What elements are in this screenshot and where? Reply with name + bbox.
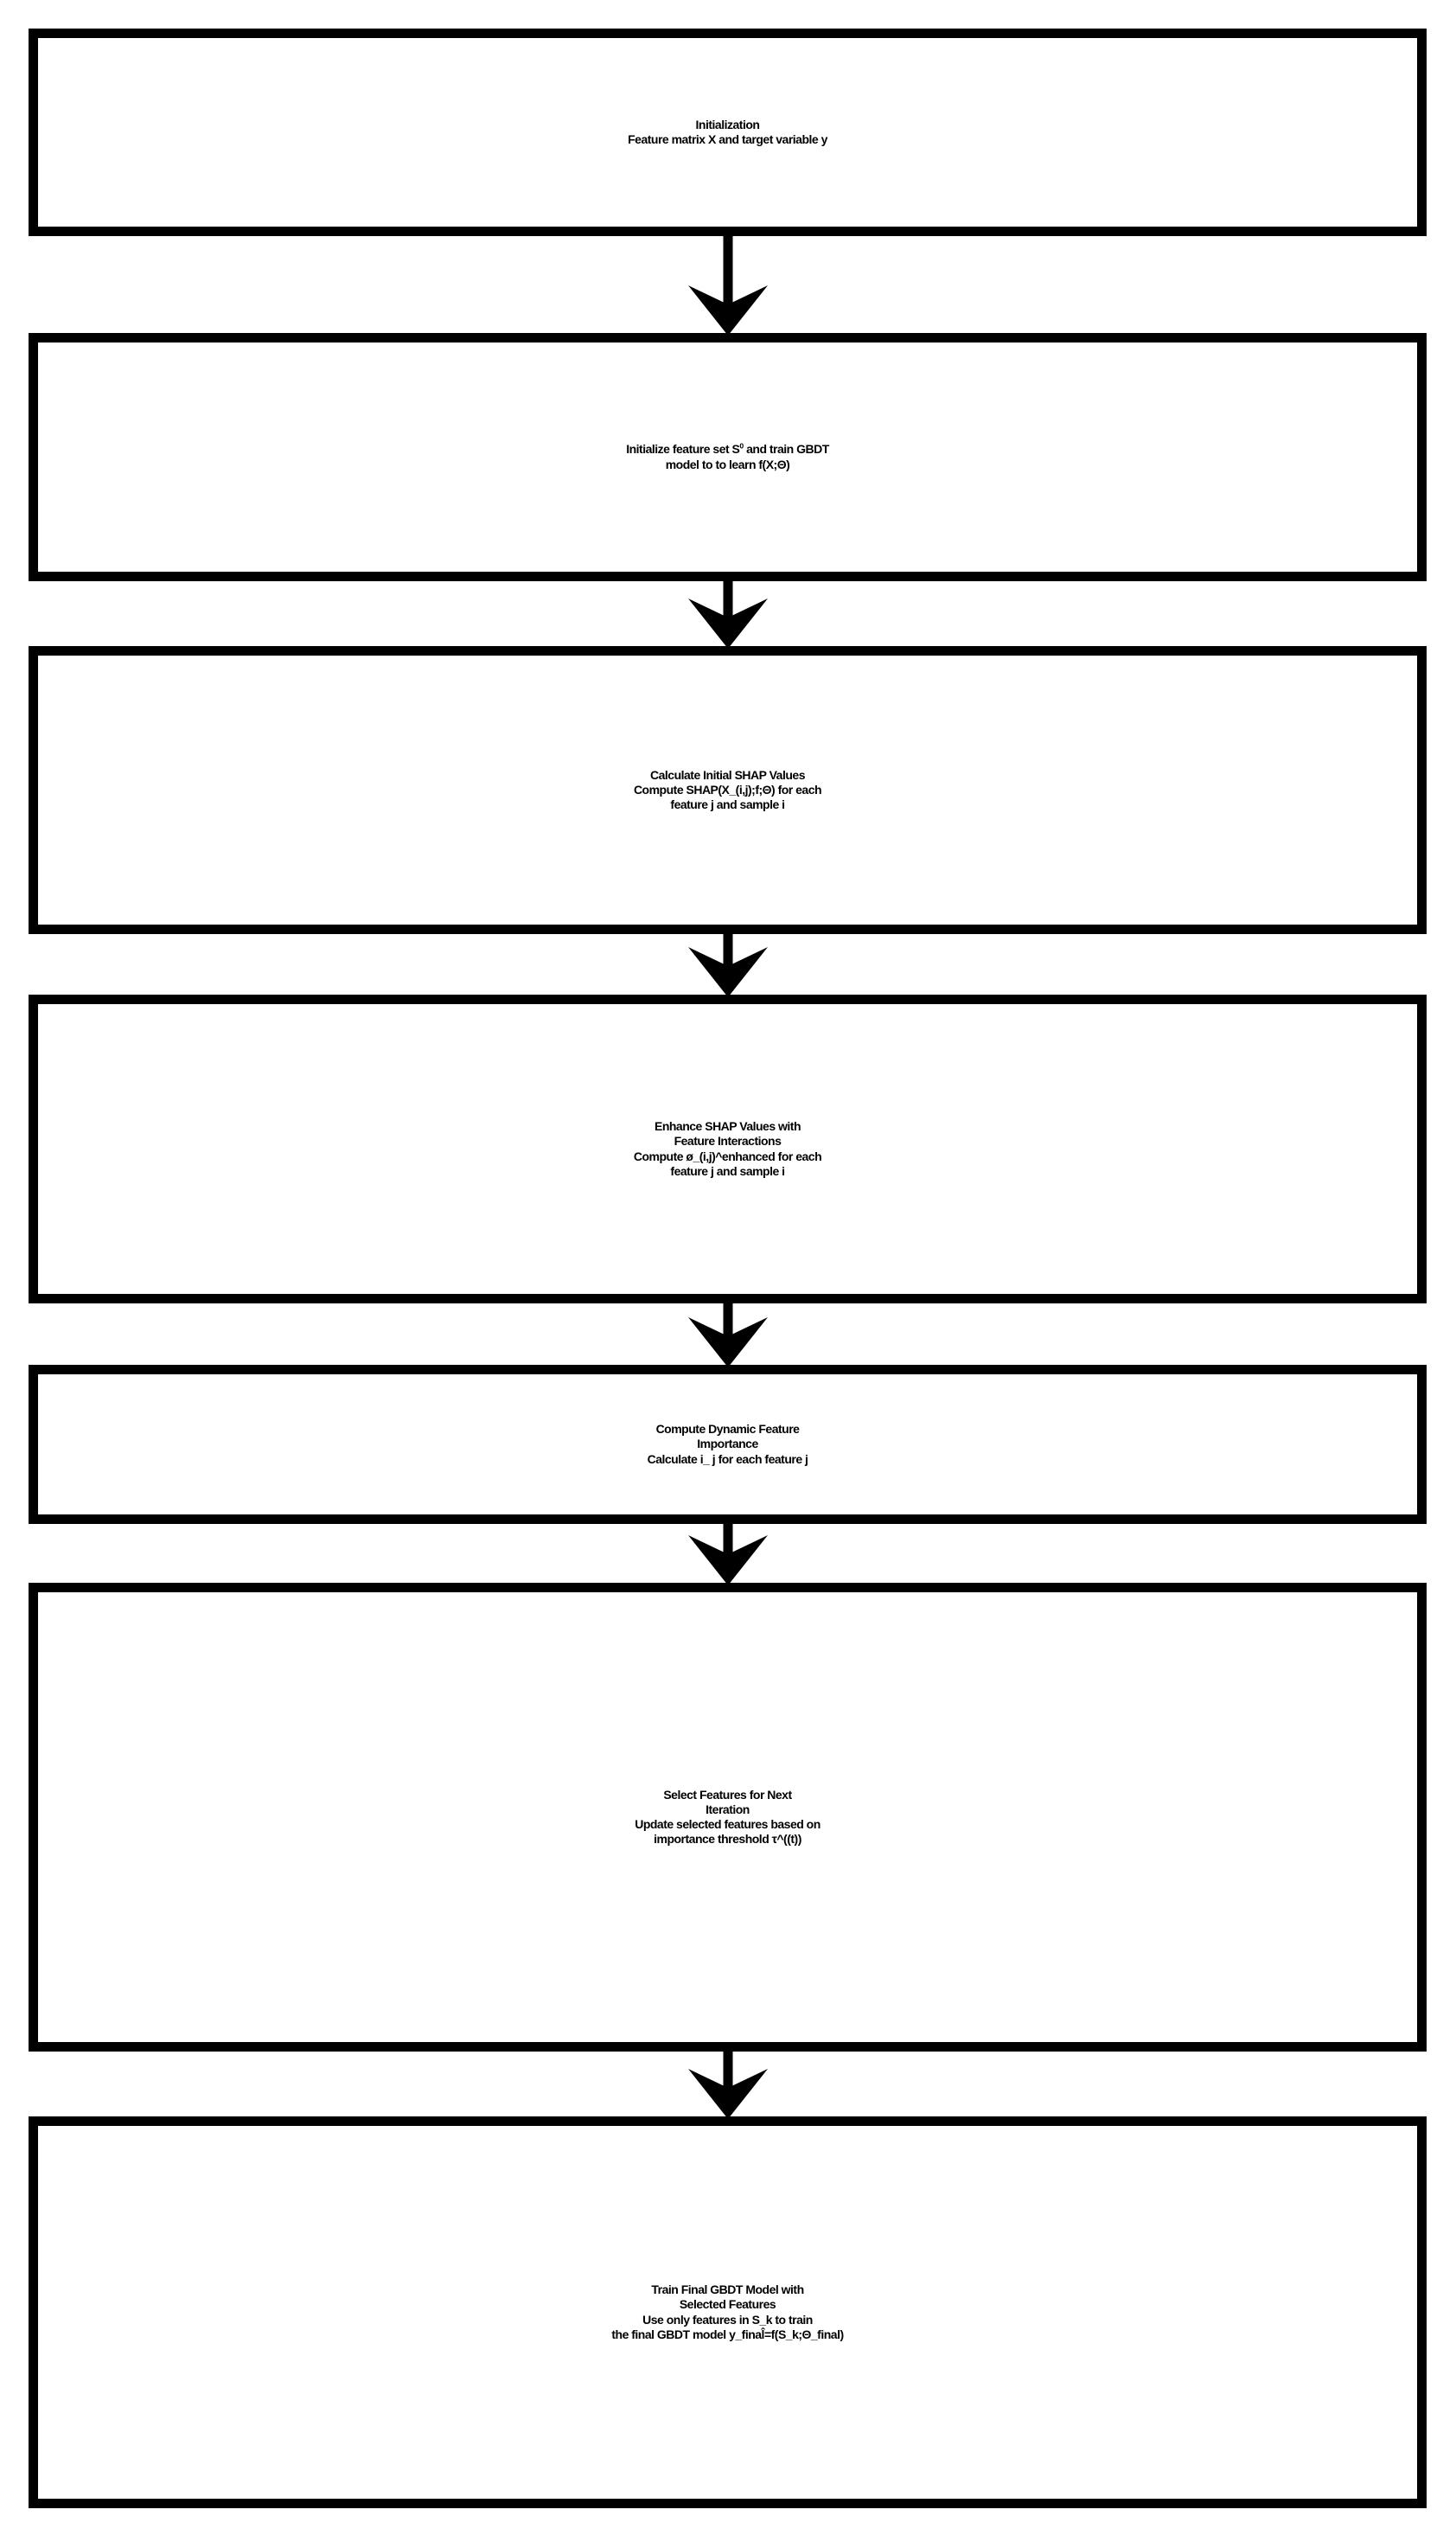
node-calculate-initial-shap-line-1: Calculate Initial SHAP Values [650,767,805,782]
node-train-final-gbdt-line-3: Use only features in S_k to train [642,2312,813,2327]
node-compute-dynamic-importance-line-3: Calculate i_ j for each feature j [647,1451,808,1466]
node-compute-dynamic-importance-line-1: Compute Dynamic Feature [655,1422,800,1437]
node-initialize-feature-set[interactable]: Initialize feature set S0 and train GBDT… [29,333,1427,581]
arrow-5 [688,1524,768,1585]
feature-set-prefix: Initialize feature set S [626,442,740,457]
node-enhance-shap-values[interactable]: Enhance SHAP Values with Feature Interac… [29,995,1427,1303]
node-enhance-shap-values-line-1: Enhance SHAP Values with [654,1119,801,1134]
arrow-4 [688,1303,768,1367]
node-select-features-line-4: importance threshold τ^((t)) [654,1832,801,1847]
node-select-features-line-2: Iteration [706,1802,750,1816]
node-enhance-shap-values-line-3: Compute ø_(i,j)^enhanced for each [633,1149,822,1163]
node-select-features-line-3: Update selected features based on [635,1817,821,1831]
node-initialize-feature-set-line-1: Initialize feature set S0 and train GBDT [38,442,1417,457]
feature-set-suffix: and train GBDT [743,442,829,457]
node-calculate-initial-shap[interactable]: Calculate Initial SHAP Values Compute SH… [29,646,1427,934]
arrow-3 [688,934,768,997]
node-enhance-shap-values-line-2: Feature Interactions [674,1134,782,1149]
node-train-final-gbdt-line-4: the final GBDT model y_final̂=f(S_k;Θ_fi… [611,2327,844,2341]
node-calculate-initial-shap-line-2: Compute SHAP(X_(i,j);f;Θ) for each [633,782,822,797]
node-initialization-line-1: Initialization [695,117,760,131]
node-train-final-gbdt[interactable]: Train Final GBDT Model with Selected Fea… [29,2116,1427,2508]
node-compute-dynamic-importance[interactable]: Compute Dynamic Feature Importance Calcu… [29,1365,1427,1524]
node-select-features-next-iteration[interactable]: Select Features for Next Iteration Updat… [29,1583,1427,2052]
node-train-final-gbdt-line-2: Selected Features [679,2297,776,2312]
arrow-1 [688,236,768,336]
arrow-2 [688,581,768,649]
node-train-final-gbdt-line-1: Train Final GBDT Model with [651,2282,804,2297]
node-initialize-feature-set-line-2: model to to learn f(X;Θ) [665,457,790,471]
node-calculate-initial-shap-line-3: feature j and sample i [670,797,785,812]
node-select-features-line-1: Select Features for Next [663,1787,792,1802]
arrow-6 [688,2052,768,2119]
node-initialization[interactable]: Initialization Feature matrix X and targ… [29,29,1427,236]
feature-set-superscript: 0 [739,441,744,451]
node-compute-dynamic-importance-line-2: Importance [697,1437,758,1451]
node-enhance-shap-values-line-4: feature j and sample i [670,1163,785,1178]
node-initialization-line-2: Feature matrix X and target variable y [628,132,827,146]
